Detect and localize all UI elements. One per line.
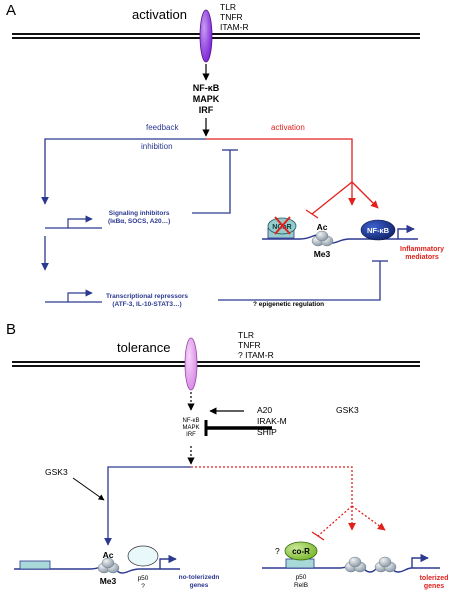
p50-left-line2: ? [141, 583, 145, 590]
ac-mark-b: Ac [102, 550, 114, 560]
transcriptional-repressors-text: Transcriptional repressors (ATF-3, IL-10… [106, 293, 188, 309]
membrane-a [12, 33, 420, 39]
nucleosome-b-right-2 [374, 556, 397, 573]
tolerized-line2: genes [423, 583, 445, 590]
promoter-repressors [45, 289, 102, 303]
co-r-label: co-R [292, 547, 310, 556]
inhibitor-irak-m: IRAK-M [257, 416, 287, 426]
nucleosome-a [311, 230, 334, 247]
me3-mark-b: Me3 [99, 576, 117, 586]
panel-b: co-R [12, 337, 440, 574]
inhibitor-a20: A20 [257, 405, 273, 415]
signaling-inhibitors-examples: (IκBα, SOCS, A20…) [108, 218, 171, 225]
signal-a-nfkb: NF-κB [192, 83, 220, 93]
inhibitor-list-b: A20 IRAK-M SHIP [257, 405, 287, 438]
gene-b-right: co-R [262, 541, 440, 573]
nucleosome-b-left [97, 557, 120, 574]
empty-box-left [19, 560, 51, 570]
signaling-inhibitors-text: Signaling inhibitors (IκBα, SOCS, A20…) [108, 210, 170, 226]
non-tolerized-branch [104, 466, 191, 546]
signal-b-mapk: MAPK [182, 425, 200, 431]
p50-left-label: p50 ? [131, 575, 155, 591]
receptor-b-tnfr: TNFR [238, 340, 261, 350]
panel-a-title: activation [132, 7, 187, 22]
signal-a-irf: IRF [198, 105, 214, 115]
receptor-a-tnfr: TNFR [220, 12, 243, 22]
co-r-oval [284, 541, 318, 561]
nfkb-label: NF-κB [367, 226, 390, 235]
inhibitor-ship: SHIP [257, 427, 277, 437]
ncor-x-mark [274, 216, 291, 235]
receptor-b-tlr: TLR [238, 330, 255, 340]
panel-b-title: tolerance [117, 340, 171, 355]
signaling-list-a: NF-κB MAPK IRF [186, 83, 226, 116]
panel-b-label: B [6, 321, 17, 338]
inflammatory-mediators-label: Inflammatory mediators [392, 246, 452, 262]
p50-relb-label: p50 RelB [287, 574, 315, 590]
receptor-b-itam: ? ITAM-R [238, 350, 274, 360]
signaling-list-b: NF-κB MAPK IRF [176, 418, 206, 439]
inflammatory-mediators-line2: mediators [405, 254, 439, 261]
feedback-label: feedback [146, 123, 179, 132]
gene-b-left [14, 545, 180, 574]
non-tolerized-genes-label: no-tolerizedn genes [166, 574, 232, 590]
activation-label: activation [271, 123, 305, 132]
question-mark-right: ? [275, 546, 280, 556]
p50-left-line1: p50 [137, 575, 149, 582]
gsk3-label-right: GSK3 [336, 405, 359, 415]
signaling-inhibitors-title: Signaling inhibitors [108, 210, 170, 217]
empty-oval-p50 [127, 545, 159, 567]
membrane-b [12, 361, 420, 367]
inflammatory-mediators-line1: Inflammatory [400, 246, 444, 253]
panel-a-label: A [6, 2, 17, 19]
transcriptional-repressors-title: Transcriptional repressors [106, 293, 189, 300]
tolerized-line1: tolerized [419, 575, 449, 582]
me3-mark-a: Me3 [313, 249, 331, 259]
signal-a-mapk: MAPK [192, 94, 220, 104]
promoter-inhibitors [45, 215, 102, 229]
non-tolerized-line2: genes [189, 582, 209, 589]
signal-b-nfkb: NF-κB [182, 418, 200, 424]
nucleosome-b-right-1 [344, 556, 367, 573]
receptor-a-itam: ITAM-R [220, 22, 249, 32]
receptor-a [199, 9, 213, 63]
signal-b-irf: IRF [186, 432, 196, 438]
tolerized-genes-label: tolerized genes [414, 575, 454, 591]
feedback-branch [41, 138, 388, 301]
activation-branch [206, 138, 379, 219]
gsk3-arrow-left [72, 477, 105, 501]
epigenetic-regulation-label: ? epigenetic regulation [253, 301, 325, 308]
receptor-list-b: TLR TNFR ? ITAM-R [238, 330, 274, 360]
tolerized-block-bar [311, 531, 325, 541]
ac-mark-a: Ac [316, 222, 328, 232]
receptor-b [184, 337, 198, 391]
non-tolerized-line1: no-tolerizedn [178, 574, 220, 581]
p50-right-line1: p50 [295, 574, 307, 581]
transcriptional-repressors-examples: (ATF-3, IL-10-STAT3…) [112, 301, 182, 308]
gene-a: NCoR NF-κB [262, 216, 418, 247]
receptor-list-a: TLR TNFR ITAM-R [220, 2, 249, 32]
inhibitor-arrow-b [204, 407, 272, 436]
relb-line2: RelB [293, 582, 309, 589]
inhibition-label: inhibition [141, 142, 173, 151]
panel-a: NCoR NF-κB [12, 9, 420, 303]
tolerized-branch [191, 466, 386, 537]
nfkb-oval [360, 219, 396, 241]
gsk3-label-left: GSK3 [45, 467, 68, 477]
receptor-a-tlr: TLR [220, 2, 237, 12]
